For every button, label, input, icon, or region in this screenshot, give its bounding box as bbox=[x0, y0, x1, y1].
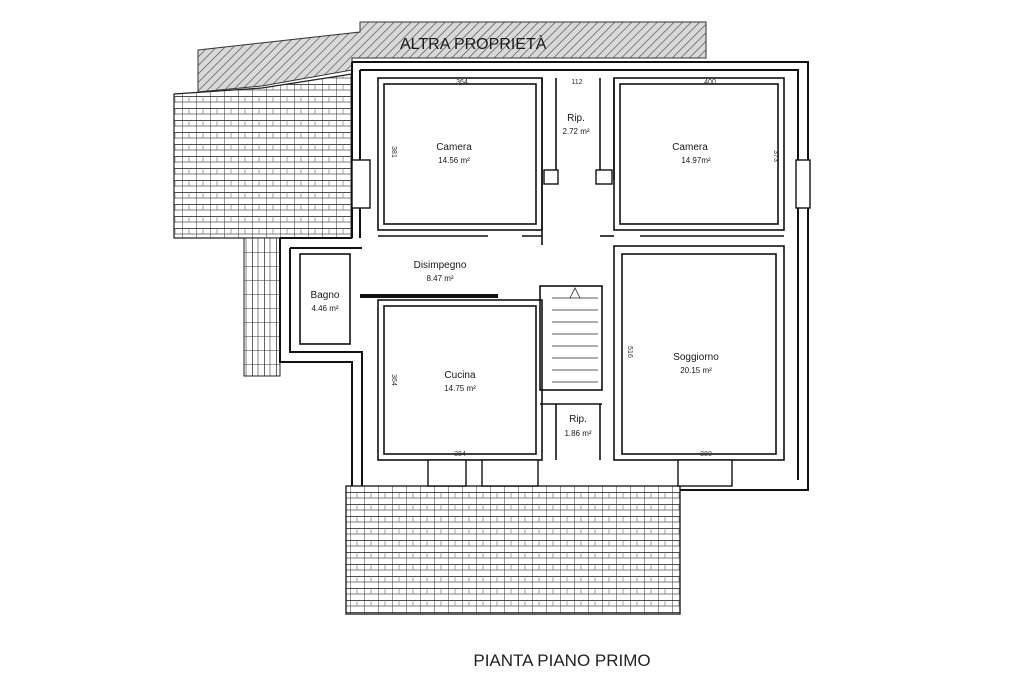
interior-walls bbox=[299, 77, 785, 461]
room-area: 8.47 m² bbox=[426, 274, 453, 283]
dimension-label: 381 bbox=[390, 146, 397, 158]
dimension-label: 112 bbox=[571, 79, 582, 86]
dimension-label: 364 bbox=[456, 79, 468, 86]
dimension-labels: 364 112 400 381 373 364 384 516 380 bbox=[390, 79, 779, 458]
plan-title: PIANTA PIANO PRIMO bbox=[473, 651, 650, 670]
room-area: 14.56 m² bbox=[438, 156, 470, 165]
room-labels: Camera 14.56 m² Rip. 2.72 m² Camera 14.9… bbox=[311, 113, 720, 438]
staircase bbox=[552, 287, 598, 383]
exterior-walls bbox=[279, 61, 809, 491]
dimension-label: 384 bbox=[454, 451, 466, 458]
dimension-label: 364 bbox=[390, 374, 397, 386]
room-area: 4.46 m² bbox=[311, 304, 338, 313]
room-name: Rip. bbox=[567, 113, 585, 124]
neighbour-label: ALTRA PROPRIETÀ bbox=[400, 34, 547, 53]
room-name: Bagno bbox=[311, 290, 340, 301]
room-name: Soggiorno bbox=[673, 352, 719, 363]
room-name: Disimpegno bbox=[414, 260, 467, 271]
roof-left bbox=[173, 73, 353, 377]
dimension-label: 400 bbox=[704, 79, 716, 86]
windows bbox=[351, 159, 811, 487]
room-name: Rip. bbox=[569, 414, 587, 425]
room-name: Camera bbox=[672, 142, 708, 153]
room-area: 14.75 m² bbox=[444, 384, 476, 393]
room-area: 14.97m² bbox=[681, 156, 711, 165]
room-area: 2.72 m² bbox=[562, 127, 589, 136]
room-name: Camera bbox=[436, 142, 472, 153]
dimension-label: 380 bbox=[700, 451, 712, 458]
dimension-label: 516 bbox=[626, 346, 633, 358]
room-area: 20.15 m² bbox=[680, 366, 712, 375]
room-area: 1.86 m² bbox=[564, 429, 591, 438]
roof-bottom bbox=[345, 485, 681, 615]
neighbour-property: ALTRA PROPRIETÀ bbox=[197, 21, 707, 93]
dimension-label: 373 bbox=[772, 150, 779, 162]
room-name: Cucina bbox=[444, 370, 476, 381]
